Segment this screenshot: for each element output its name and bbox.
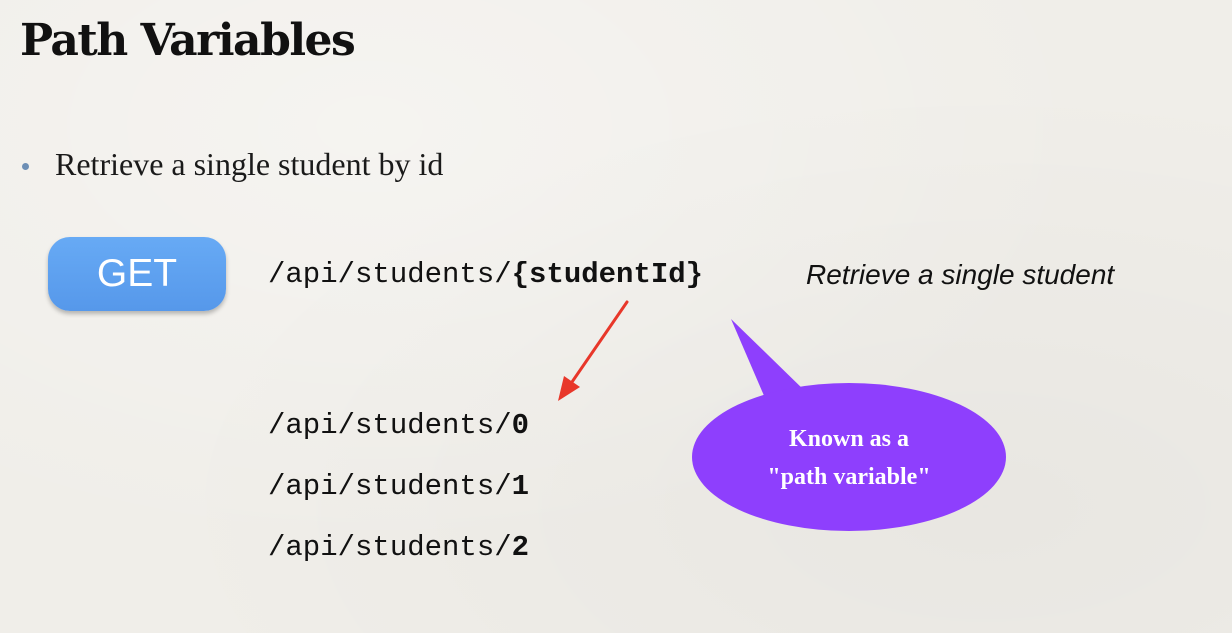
endpoint-description: Retrieve a single student bbox=[806, 259, 1115, 290]
callout-line-2: "path variable" bbox=[767, 464, 931, 490]
bullet-item: Retrieve a single student by id bbox=[22, 140, 443, 188]
callout-line-1: Known as a bbox=[788, 426, 910, 452]
example-id: 2 bbox=[511, 531, 530, 564]
example-path-2: /api/students/2 bbox=[268, 528, 529, 568]
slide-title: Path Variables bbox=[20, 15, 356, 66]
example-prefix: /api/students/ bbox=[268, 470, 512, 503]
red-arrow-icon bbox=[558, 300, 629, 401]
example-path-0: /api/students/0 bbox=[268, 406, 529, 446]
example-id: 0 bbox=[511, 409, 530, 442]
get-method-button[interactable]: GET bbox=[48, 237, 226, 311]
example-id: 1 bbox=[511, 470, 530, 503]
endpoint-prefix: /api/students/ bbox=[268, 258, 512, 291]
callout-bubble bbox=[692, 319, 1006, 531]
example-prefix: /api/students/ bbox=[268, 409, 512, 442]
example-prefix: /api/students/ bbox=[268, 531, 512, 564]
callout-text: Known as a "path variable" bbox=[693, 420, 1005, 496]
bullet-dot-icon bbox=[22, 162, 29, 170]
endpoint-path-variable: {studentId} bbox=[511, 258, 704, 291]
example-path-1: /api/students/1 bbox=[268, 467, 529, 507]
bullet-text: Retrieve a single student by id bbox=[55, 145, 444, 182]
endpoint-path: /api/students/{studentId} bbox=[268, 255, 703, 295]
